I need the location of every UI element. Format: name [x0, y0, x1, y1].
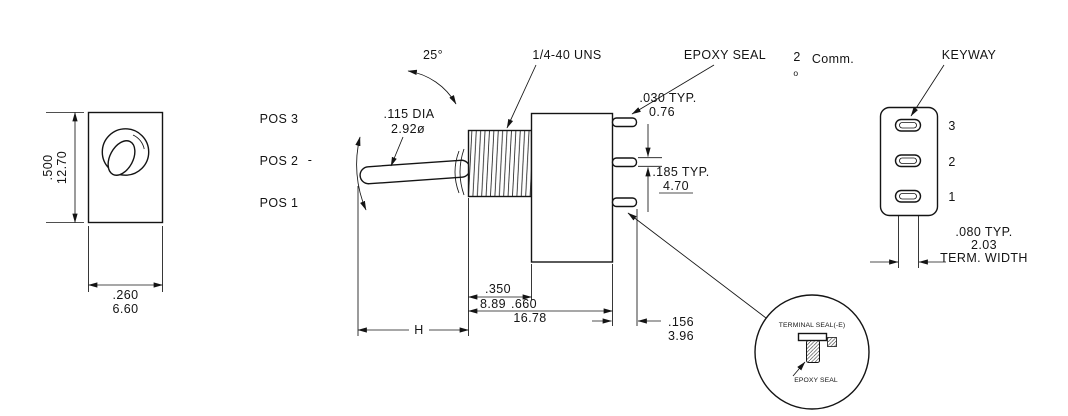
terminal-thickness-in-label: .030 TYP.	[639, 91, 696, 105]
terminal-length-mm-label: 3.96	[668, 329, 694, 343]
lever-seal-arc	[459, 148, 465, 196]
keyway-label: KEYWAY	[942, 48, 997, 62]
pos3-label: POS 3	[260, 112, 299, 126]
overall-length-in-label: .660	[511, 297, 537, 311]
front-height-mm-label: 12.70	[55, 151, 69, 184]
angle-label: 25°	[423, 48, 443, 62]
comm-terminal-sub: o	[793, 68, 798, 78]
bushing-length-in-label: .350	[485, 282, 511, 296]
lever-dia-in-label: .115 DIA	[384, 107, 435, 121]
terminal-length-in-label: .156	[668, 315, 694, 329]
terminal-stem	[806, 340, 820, 363]
pos2-tick: -	[308, 153, 313, 167]
detail-leader-line	[627, 212, 767, 319]
comm-terminal-number: 2	[793, 50, 800, 64]
seal-section	[827, 337, 837, 347]
lever-length-label: H	[414, 323, 423, 337]
lever-dia-leader	[390, 136, 404, 167]
terminal-seal-detail: TERMINAL SEAL(-E) EPOXY SEAL	[754, 294, 870, 410]
overall-length-mm-label: 16.78	[513, 311, 546, 325]
front-view: .500 12.70 .260 6.60	[41, 111, 164, 316]
terminal-pitch-mm-label: 4.70	[663, 179, 689, 193]
pos1-label: POS 1	[260, 196, 299, 210]
pos2-label: POS 2	[260, 154, 299, 168]
front-height-in-label: .500	[41, 155, 55, 181]
term-width-mm-label: 2.03	[971, 238, 997, 252]
toggle-lever	[359, 159, 471, 185]
front-width-mm-label: 6.60	[113, 302, 139, 316]
keyway-view: 3 2 1 KEYWAY .080 TYP. 2.03 TERM. WIDTH	[870, 48, 1028, 268]
keyway-leader-line	[910, 64, 945, 117]
lever-travel-arc	[355, 136, 367, 211]
terminal-1	[611, 197, 638, 208]
terminal-3	[611, 117, 638, 128]
keyway-slot-2-inner	[899, 157, 917, 164]
lever-dia-mm-label: 2.92ø	[391, 122, 425, 136]
thread-leader-line	[506, 64, 537, 129]
terminal-2	[611, 157, 638, 168]
slot-2-label: 2	[948, 155, 955, 169]
bushing-length-mm-label: 8.89	[480, 297, 506, 311]
switch-body	[530, 112, 614, 263]
terminal-flange	[797, 332, 828, 342]
angle-arc	[407, 69, 457, 105]
comm-label: Comm.	[812, 52, 854, 66]
detail-epoxy-label: EPOXY SEAL	[794, 377, 838, 384]
bushing-inner-arc	[132, 134, 145, 150]
slot-1-label: 1	[948, 190, 955, 204]
terminal-thickness-mm-label: 0.76	[649, 105, 675, 119]
term-width-caption: TERM. WIDTH	[940, 251, 1028, 265]
detail-epoxy-leader	[792, 361, 806, 377]
terminal-pitch-in-label: .185 TYP.	[652, 165, 709, 179]
epoxy-seal-label: EPOXY SEAL	[684, 48, 766, 62]
thread-spec-label: 1/4-40 UNS	[532, 48, 601, 62]
epoxy-leader-line	[631, 64, 715, 115]
toggle-bat-front	[107, 140, 136, 176]
slot-3-label: 3	[948, 119, 955, 133]
side-view: 25° 1/4-40 UNS EPOXY SEAL 2 o Comm. POS …	[260, 48, 854, 343]
keyway-slot-3-inner	[899, 122, 917, 129]
detail-title-label: TERMINAL SEAL(-E)	[779, 322, 845, 329]
keyway-slot-1-inner	[899, 193, 917, 200]
lever-seal-arc	[454, 150, 460, 194]
front-width-in-label: .260	[113, 288, 139, 302]
threaded-bushing	[467, 129, 533, 198]
term-width-in-label: .080 TYP.	[955, 225, 1012, 239]
